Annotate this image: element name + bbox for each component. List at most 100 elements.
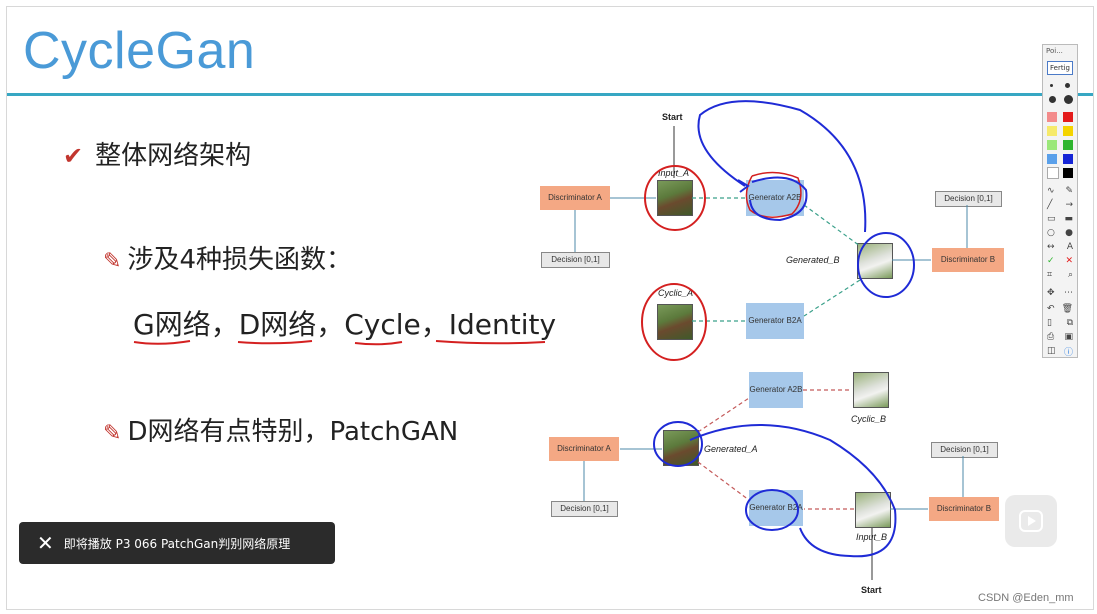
bullet-loss-list: G网络，D网络，Cycle，Identity	[133, 308, 557, 341]
generated-a-label: Generated_A	[704, 444, 758, 454]
decision-b-box: Decision [0,1]	[935, 191, 1002, 207]
text-icon[interactable]: A	[1066, 242, 1073, 252]
generator-b2a-box-bottom: Generator B2A	[749, 490, 803, 526]
pen-toolbar: Poi... Fertig ∿✎ ╱→ ▭▬ ○● ↔A ✓✕ ⌗⌕ ✥⋯ ↶🗑…	[1042, 44, 1078, 358]
move-icon[interactable]: ✥	[1047, 288, 1055, 298]
screenshot-icon[interactable]: ◫	[1047, 346, 1056, 356]
pen-icon[interactable]: ✎	[1065, 186, 1073, 196]
generator-b2a-box: Generator B2A	[746, 303, 804, 339]
autoplay-toast: ✕ 即将播放 P3 066 PatchGan判别网络原理	[19, 522, 335, 564]
freehand-icon[interactable]: ∿	[1047, 186, 1055, 196]
cyclic-a-image	[657, 304, 693, 340]
pen-size-xlarge[interactable]	[1064, 94, 1073, 104]
title-divider	[7, 93, 1093, 96]
bullet-architecture-text: 整体网络架构	[95, 141, 252, 171]
play-icon	[1019, 510, 1043, 532]
play-button[interactable]	[1005, 495, 1057, 547]
tool-row-1: ∿✎	[1047, 185, 1073, 197]
tool-row-4: ○●	[1047, 227, 1073, 239]
watermark: CSDN @Eden_mm	[978, 592, 1074, 604]
done-button[interactable]: Fertig	[1047, 61, 1073, 75]
color-row-5	[1047, 167, 1073, 179]
autoplay-toast-text: 即将播放 P3 066 PatchGan判别网络原理	[63, 536, 291, 551]
color-light-blue[interactable]	[1047, 154, 1057, 164]
pen-size-small[interactable]	[1050, 83, 1053, 87]
color-blue[interactable]	[1063, 154, 1073, 164]
color-green[interactable]	[1063, 140, 1073, 150]
close-icon[interactable]: ✕	[37, 531, 54, 555]
save-icon[interactable]: ▣	[1064, 332, 1073, 342]
ellipse-icon[interactable]: ○	[1047, 228, 1055, 238]
filled-ellipse-icon[interactable]: ●	[1065, 228, 1073, 238]
info-icon[interactable]: ⓘ	[1063, 347, 1073, 358]
color-light-red[interactable]	[1047, 112, 1057, 122]
generator-a2b-box: Generator A2B	[746, 180, 804, 216]
tool-row-2: ╱→	[1047, 199, 1073, 211]
bullet-patchgan-text: D网络有点特别，PatchGAN	[127, 417, 459, 447]
zoom-icon[interactable]: ⌕	[1067, 270, 1073, 280]
tool-row-5: ↔A	[1047, 241, 1073, 253]
tool-row-9: ↶🗑	[1047, 303, 1073, 315]
cyclic-b-image	[853, 372, 889, 408]
color-light-yellow[interactable]	[1047, 126, 1057, 136]
double-arrow-icon[interactable]: ↔	[1047, 242, 1055, 252]
discriminator-b-box-bottom: Discriminator B	[929, 497, 999, 521]
pen-size-row-1	[1047, 79, 1073, 91]
color-red[interactable]	[1063, 112, 1073, 122]
pencil-icon: ✎	[103, 421, 122, 446]
tool-row-10: ▯⧉	[1047, 317, 1073, 329]
decision-a-box-bottom: Decision [0,1]	[551, 501, 618, 517]
generated-b-image	[857, 243, 893, 279]
checkmark-icon[interactable]: ✓	[1047, 256, 1055, 266]
cyclic-b-label: Cyclic_B	[851, 414, 887, 424]
pen-size-large[interactable]	[1049, 95, 1056, 103]
print-icon[interactable]: ⎙	[1047, 332, 1055, 342]
tool-row-11: ⎙▣	[1047, 331, 1073, 343]
input-b-image	[855, 492, 891, 528]
bullet-patchgan: ✎D网络有点特别，PatchGAN	[103, 411, 458, 448]
page-icon[interactable]: ▯	[1047, 318, 1052, 328]
discriminator-a-box: Discriminator A	[540, 186, 610, 210]
color-row-2	[1047, 125, 1073, 137]
dots-icon[interactable]: ⋯	[1064, 288, 1073, 298]
tool-row-12: ◫ⓘ	[1047, 345, 1073, 358]
decision-a-box: Decision [0,1]	[541, 252, 610, 268]
discriminator-b-box: Discriminator B	[932, 248, 1004, 272]
pen-size-row-2	[1047, 93, 1073, 105]
bullet-loss-functions: ✎涉及4种损失函数：	[103, 239, 352, 276]
rectangle-icon[interactable]: ▭	[1047, 214, 1056, 224]
toolbar-title: Poi...	[1046, 47, 1063, 55]
bullet-architecture: ✔整体网络架构	[63, 135, 251, 172]
generator-a2b-box-bottom: Generator A2B	[749, 372, 803, 408]
color-row-1	[1047, 111, 1073, 123]
slide-title: CycleGan	[23, 22, 256, 80]
color-black[interactable]	[1063, 168, 1073, 178]
trash-icon[interactable]: 🗑	[1061, 304, 1073, 314]
copy-icon[interactable]: ⧉	[1066, 318, 1073, 328]
tool-row-6: ✓✕	[1047, 255, 1073, 267]
color-white[interactable]	[1047, 167, 1059, 179]
tool-row-3: ▭▬	[1047, 213, 1073, 225]
discriminator-a-box-bottom: Discriminator A	[549, 437, 619, 461]
bullet-loss-text: 涉及4种损失函数：	[127, 245, 352, 275]
color-row-3	[1047, 139, 1073, 151]
color-light-green[interactable]	[1047, 140, 1057, 150]
undo-icon[interactable]: ↶	[1047, 304, 1055, 314]
decision-b-box-bottom: Decision [0,1]	[931, 442, 998, 458]
color-yellow[interactable]	[1063, 126, 1073, 136]
cross-icon[interactable]: ✕	[1065, 256, 1073, 266]
cyclic-a-label: Cyclic_A	[658, 288, 694, 298]
filled-rectangle-icon[interactable]: ▬	[1064, 214, 1073, 224]
tool-row-8: ✥⋯	[1047, 287, 1073, 299]
pencil-icon: ✎	[103, 249, 122, 274]
arrow-icon[interactable]: →	[1065, 200, 1073, 210]
start-label-bottom: Start	[861, 585, 882, 595]
line-icon[interactable]: ╱	[1047, 200, 1053, 210]
slide: CycleGan ✔整体网络架构 ✎涉及4种损失函数： G网络，D网络，Cycl…	[6, 6, 1094, 610]
pen-size-medium[interactable]	[1065, 82, 1070, 88]
generated-b-label: Generated_B	[786, 255, 840, 265]
crop-icon[interactable]: ⌗	[1047, 270, 1053, 280]
